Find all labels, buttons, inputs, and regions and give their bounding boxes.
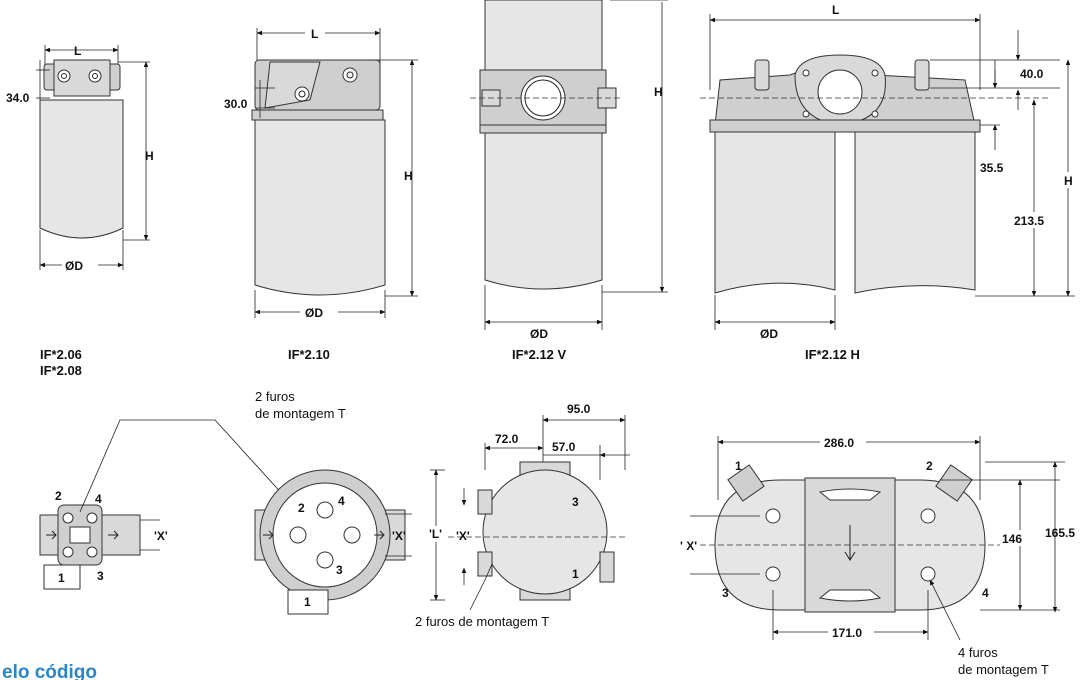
port-3-212v: 3 — [572, 495, 579, 509]
filter-side-view-206: L 34.0 H ØD IF*2.06 IF*2.08 — [6, 44, 154, 378]
dim-h-210: H — [404, 169, 413, 183]
dim-d-210: ØD — [305, 306, 323, 320]
port-3-212h: 3 — [722, 586, 729, 600]
arrow-right-icon — [46, 530, 57, 540]
dim-286-212h: 286.0 — [824, 436, 854, 450]
dim-l-212h: L — [832, 3, 839, 17]
dim-34-206: 34.0 — [6, 91, 30, 105]
filter-top-view-210: 2 furos de montagem T 1 2 3 4 'X' — [254, 389, 412, 615]
port-1-210: 1 — [304, 595, 311, 609]
filter-side-view-212h: L 40.0 35.5 H 213.5 — [700, 3, 1078, 362]
dim-l-210: L — [311, 27, 318, 41]
caption-if206: IF*2.06 — [40, 347, 82, 362]
filter-top-view-206: 1 2 3 4 'X' — [39, 419, 316, 590]
dim-l-206: L — [74, 44, 81, 58]
port-1-206: 1 — [58, 571, 65, 585]
caption-if208: IF*2.08 — [40, 363, 82, 378]
port-1-212v: 1 — [572, 567, 579, 581]
port-4-212h: 4 — [982, 586, 989, 600]
caption-if212h: IF*2.12 H — [805, 347, 860, 362]
dim-d-206: ØD — [65, 259, 83, 273]
holes-note-212h-line2: de montagem T — [958, 662, 1049, 677]
dim-355-212h: 35.5 — [980, 161, 1004, 175]
filter-side-view-212v: H ØD IF*2.12 V — [470, 0, 668, 362]
dim-72-212v: 72.0 — [495, 432, 519, 446]
holes-note-212h-line1: 4 furos — [958, 645, 998, 660]
dim-h-206: H — [145, 149, 154, 163]
port-2-212h: 2 — [926, 459, 933, 473]
l-label-212v: 'L' — [429, 527, 442, 541]
dim-1655-212h: 165.5 — [1045, 526, 1075, 540]
x-label-212v: 'X' — [456, 529, 470, 543]
caption-if210: IF*2.10 — [288, 347, 330, 362]
x-label-210: 'X' — [392, 529, 406, 543]
port-3-210: 3 — [336, 563, 343, 577]
dim-57-212v: 57.0 — [552, 440, 576, 454]
holes-note-210-line1: 2 furos — [255, 389, 295, 404]
port-4-210: 4 — [338, 494, 345, 508]
x-label-212h: ' X' — [680, 539, 697, 553]
dim-d-212h: ØD — [760, 327, 778, 341]
dim-171-212h: 171.0 — [832, 626, 862, 640]
dim-30-210: 30.0 — [224, 97, 248, 111]
dim-2135-212h: 213.5 — [1014, 214, 1044, 228]
arrow-right-icon — [374, 530, 385, 540]
port-3-206: 3 — [97, 569, 104, 583]
holes-note-212v: 2 furos de montagem T — [415, 614, 549, 629]
section-heading-partial: elo código — [2, 662, 97, 680]
port-2-206: 2 — [55, 489, 62, 503]
dim-95-212v: 95.0 — [567, 402, 591, 416]
filter-side-view-210: L 30.0 H ØD IF*2.10 — [224, 25, 418, 362]
dim-h-212v: H — [654, 85, 663, 99]
leader-arrow-icon — [929, 579, 961, 641]
port-4-206: 4 — [95, 492, 102, 506]
arrow-right-icon — [263, 530, 274, 540]
filter-top-view-212v: 95.0 72.0 57.0 'L' 'X' 3 1 2 furos de mo… — [415, 402, 630, 629]
arrow-down-icon — [844, 525, 856, 561]
dim-d-212v: ØD — [530, 327, 548, 341]
caption-if212v: IF*2.12 V — [512, 347, 567, 362]
dim-146-212h: 146 — [1002, 532, 1022, 546]
holes-note-210-line2: de montagem T — [255, 406, 346, 421]
filter-top-view-212h: 286.0 1 2 3 4 ' X' 146 165.5 171.0 4 fu — [680, 434, 1075, 677]
dim-40-212h: 40.0 — [1020, 67, 1044, 81]
x-label-206: 'X' — [154, 529, 168, 543]
arrow-right-icon — [108, 530, 119, 540]
port-1-212h: 1 — [735, 459, 742, 473]
port-2-210: 2 — [298, 501, 305, 515]
dim-h-212h: H — [1064, 174, 1073, 188]
